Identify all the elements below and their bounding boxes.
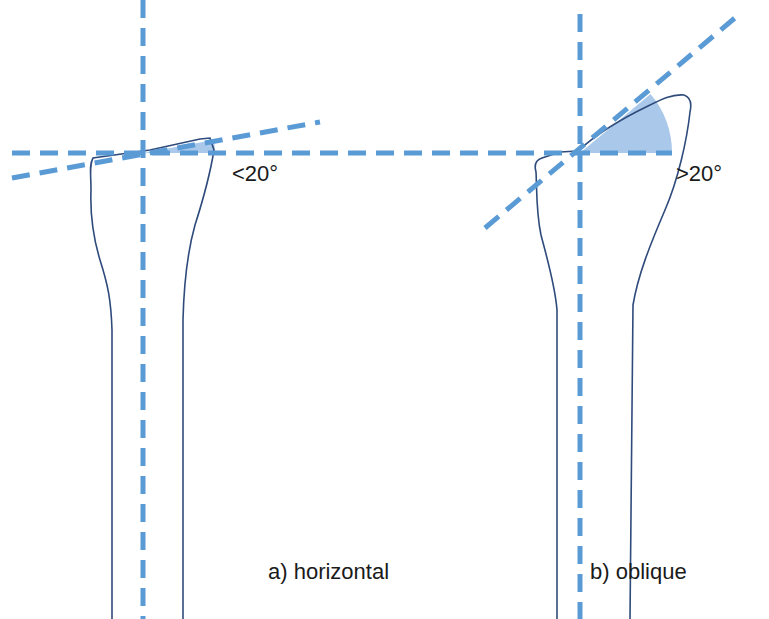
panel-label: a) horizontal [268, 560, 389, 584]
angle-wedge [580, 94, 672, 153]
axis-line [578, 14, 583, 619]
panel-label: b) oblique [590, 560, 687, 584]
tibia-outline [535, 95, 691, 619]
plateau-line [485, 12, 742, 228]
axis-line [141, 0, 146, 619]
angle-label: <20° [232, 162, 278, 186]
tibia-outline [91, 138, 215, 619]
angle-label: >20° [676, 162, 722, 186]
